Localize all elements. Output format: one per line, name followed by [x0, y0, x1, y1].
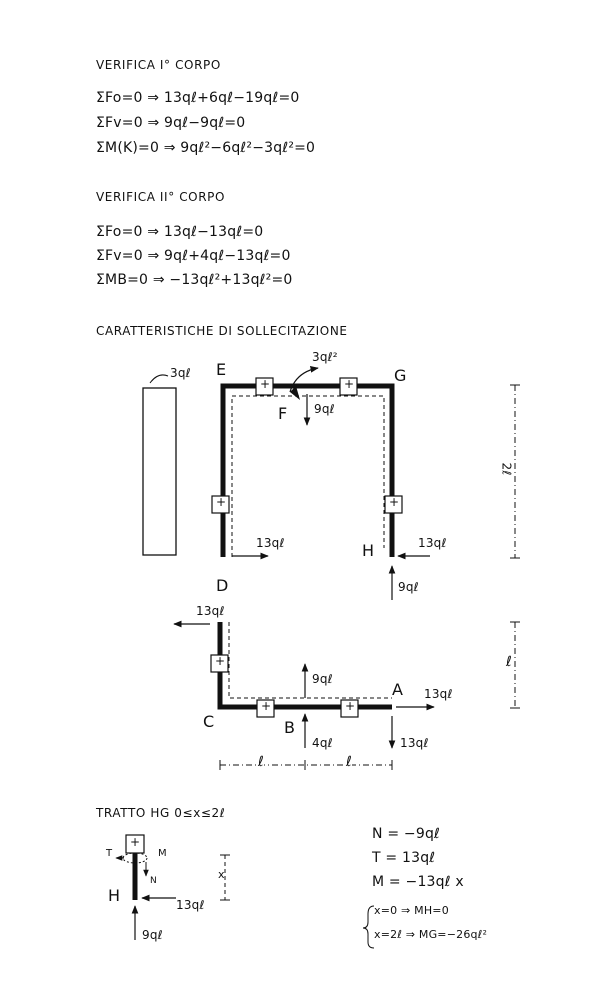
verify2-eq-horizontal: ΣFo=0 ⇒ 13qℓ−13qℓ=0 [96, 224, 264, 240]
moment-arrow-F [289, 366, 319, 393]
plus-label: + [260, 377, 271, 391]
tratto-label-x: x [218, 868, 225, 881]
node-label-D: D [216, 576, 229, 595]
verify2-eq-moment: ΣMB=0 ⇒ −13qℓ²+13qℓ²=0 [96, 272, 293, 288]
reaction-label-A: 13qℓ [400, 736, 429, 750]
axial-bar-label: 3qℓ [170, 366, 191, 380]
plus-label: + [216, 495, 227, 509]
node-label-B: B [284, 718, 296, 737]
verify1-eq-vertical: ΣFv=0 ⇒ 9qℓ−9qℓ=0 [96, 115, 246, 131]
tratto-label-M: M [158, 848, 167, 859]
tratto-title: TRATTO HG 0≤x≤2ℓ [96, 806, 226, 820]
tratto-T-equation: T = 13qℓ [372, 850, 436, 866]
lower-frame-dashed [228, 622, 392, 699]
tratto-reaction-label: 9qℓ [142, 928, 163, 942]
moment-label-F: 3qℓ² [312, 350, 338, 364]
dim-span1-label: ℓ [258, 754, 264, 770]
node-label-E: E [216, 360, 227, 379]
verify1-title: VERIFICA I° CORPO [96, 58, 221, 72]
force-label-D-lower: 13qℓ [196, 604, 225, 618]
verify1-eq-moment: ΣM(K)=0 ⇒ 9qℓ²−6qℓ²−3qℓ²=0 [96, 140, 316, 156]
reaction-label-H: 9qℓ [398, 580, 419, 594]
dim-height-upper-label: 2ℓ [499, 462, 514, 476]
tratto-case-2: x=2ℓ ⇒ MG=−26qℓ² [374, 928, 488, 941]
plus-label: + [261, 699, 272, 713]
tratto-force-label: 13qℓ [176, 898, 205, 912]
tratto-M-equation: M = −13qℓ x [372, 874, 464, 890]
dim-span2-label: ℓ [346, 754, 352, 770]
plus-box [211, 377, 403, 514]
node-label-C: C [203, 712, 215, 731]
plus-label: + [344, 377, 355, 391]
reaction-label-B: 4qℓ [312, 736, 333, 750]
tratto-label-N: N [150, 876, 157, 886]
tratto-label-T: T [106, 848, 113, 859]
load-label-F: 9qℓ [314, 402, 335, 416]
force-label-H: 13qℓ [418, 536, 447, 550]
upper-frame-dashed [231, 395, 385, 557]
tratto-case-1: x=0 ⇒ MH=0 [374, 904, 449, 917]
verify2-title: VERIFICA II° CORPO [96, 190, 226, 204]
plus-label: + [215, 654, 226, 668]
tratto-label-H: H [108, 886, 121, 905]
plus-label: + [389, 495, 400, 509]
axial-bar [142, 387, 177, 556]
node-label-H: H [362, 541, 375, 560]
plus-label: + [345, 699, 356, 713]
section-title: CARATTERISTICHE DI SOLLECITAZIONE [96, 324, 348, 338]
axial-bar-leader [149, 374, 169, 384]
tratto-N-equation: N = −9qℓ [372, 826, 441, 842]
force-label-D-upper: 13qℓ [256, 536, 285, 550]
cases-brace [362, 905, 375, 949]
node-label-A: A [392, 680, 404, 699]
verify1-eq-horizontal: ΣFo=0 ⇒ 13qℓ+6qℓ−19qℓ=0 [96, 90, 300, 106]
node-label-F: F [278, 404, 288, 423]
load-label-up: 9qℓ [312, 672, 333, 686]
dim-height-lower-label: ℓ [506, 654, 512, 670]
upper-frame [220, 383, 395, 557]
force-label-A: 13qℓ [424, 687, 453, 701]
node-label-G: G [394, 366, 407, 385]
tratto-plus-label: + [130, 835, 141, 849]
lower-frame [217, 622, 392, 710]
verify2-eq-vertical: ΣFv=0 ⇒ 9qℓ+4qℓ−13qℓ=0 [96, 248, 291, 264]
